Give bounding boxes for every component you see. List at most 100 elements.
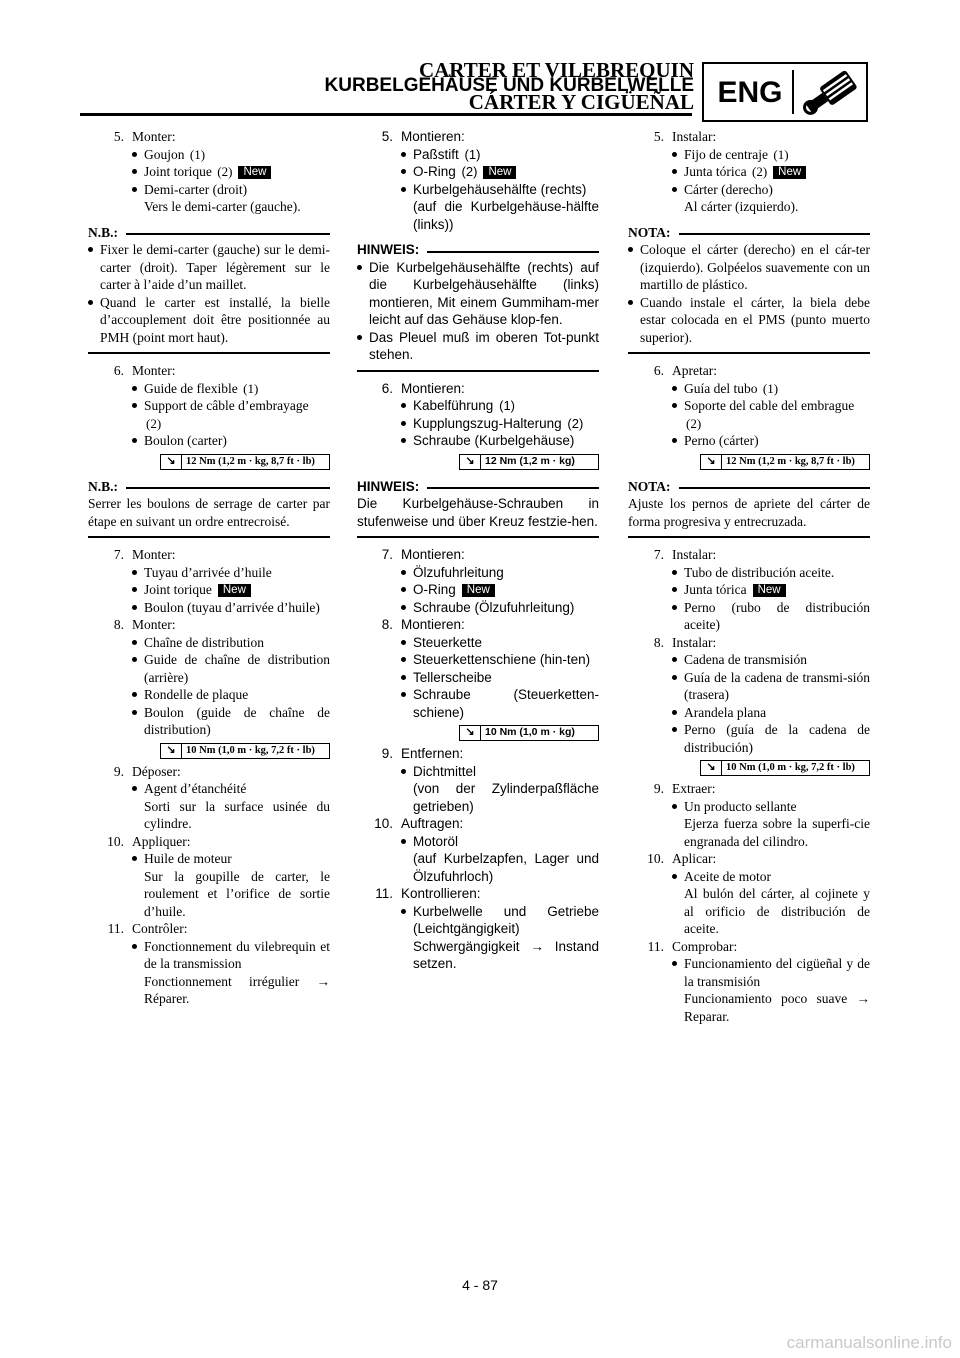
list-item: Demi-carter (droit) bbox=[88, 181, 330, 199]
list-item: Motoröl bbox=[357, 833, 599, 851]
step-7: 7.Montieren: bbox=[381, 547, 465, 562]
list-item: Perno (cárter) bbox=[628, 432, 870, 450]
list-item: Guide de chaîne de distribution (arrière… bbox=[88, 651, 330, 686]
list-item: Fijo de centraje (1) bbox=[628, 146, 870, 164]
step-10: 10.Appliquer: bbox=[107, 833, 191, 849]
header-rule bbox=[80, 113, 692, 116]
note-item: Cuando instale el cárter, la biela debe … bbox=[628, 294, 870, 347]
item-detail: Funcionamiento poco suave → Reparar. bbox=[684, 991, 870, 1024]
wrench-icon: ↘ bbox=[161, 743, 182, 758]
watermark: carmanualsonline.info bbox=[786, 1333, 952, 1352]
item-detail: Ejerza fuerza sobre la superfi-cie engra… bbox=[684, 816, 870, 849]
column-spanish: 5.Instalar: Fijo de centraje (1) Junta t… bbox=[628, 128, 870, 1025]
ref-circle-icon: (1) bbox=[773, 146, 789, 162]
step-5: 5.Instalar: bbox=[653, 129, 717, 144]
step-5: 5.Monter: bbox=[113, 129, 176, 144]
list-item: Steuerkette bbox=[357, 634, 599, 652]
list-item: Rondelle de plaque bbox=[88, 686, 330, 704]
list-item: Un producto sellante bbox=[628, 798, 870, 816]
ref-circle-icon: (2) bbox=[217, 164, 233, 179]
list-item: Boulon (tuyau d’arrivée d’huile) bbox=[88, 599, 330, 617]
list-item: Guía del tubo (1) bbox=[628, 380, 870, 398]
list-item: O-Ring (2)New bbox=[357, 163, 599, 181]
step-7: 7.Monter: bbox=[113, 547, 176, 562]
step-8: 8.Instalar: bbox=[653, 634, 717, 650]
step-11: 11.Kontrollieren: bbox=[375, 886, 481, 901]
list-item: Guía de la cadena de transmi-sión (trase… bbox=[628, 669, 870, 704]
ref-circle-icon: (2) bbox=[461, 164, 478, 179]
note-block: N.B.: Serrer les boulons de serrage de c… bbox=[88, 478, 330, 538]
item-detail: Fonctionnement irrégulier → Réparer. bbox=[144, 973, 330, 1007]
torque-spec: ↘10 Nm (1,0 m · kg) bbox=[459, 725, 599, 741]
list-item: Agent d’étanchéité bbox=[88, 780, 330, 798]
item-detail: Schwergängigkeit → Instand setzen. bbox=[413, 938, 599, 972]
wrench-icon: ↘ bbox=[460, 726, 481, 740]
list-item: Soporte del cable del embrague(2) bbox=[628, 397, 870, 432]
step-6: 6.Apretar: bbox=[653, 363, 717, 378]
wrench-icon: ↘ bbox=[161, 454, 182, 469]
step-7: 7.Instalar: bbox=[653, 547, 717, 562]
list-item: Huile de moteur bbox=[88, 850, 330, 868]
ref-circle-icon: (2) bbox=[567, 415, 584, 431]
ref-circle-icon: (1) bbox=[464, 146, 481, 162]
column-german: 5.Montieren: Paßstift (1) O-Ring (2)New … bbox=[357, 128, 599, 973]
step-11: 11.Contrôler: bbox=[107, 921, 188, 936]
list-item: Kurbelgehäusehälfte (rechts) bbox=[357, 181, 599, 199]
list-item: Boulon (guide de chaîne de distribution) bbox=[88, 704, 330, 739]
list-item: Kurbelwelle und Getriebe (Leichtgängigke… bbox=[357, 903, 599, 938]
list-item: Perno (rubo de distribución aceite) bbox=[628, 599, 870, 634]
item-detail: Al bulón del cárter, al cojinete y al or… bbox=[684, 886, 870, 936]
step-9: 9.Extraer: bbox=[653, 781, 716, 796]
title-german: KURBELGEHÄUSE UND KURBELWELLE bbox=[324, 75, 694, 96]
item-detail: (auf die Kurbelgehäuse-hälfte (links)) bbox=[413, 199, 599, 232]
new-badge: New bbox=[752, 584, 786, 597]
list-item: Steuerkettenschiene (hin-ten) bbox=[357, 651, 599, 669]
new-badge: New bbox=[217, 584, 251, 597]
list-item: Dichtmittel bbox=[357, 763, 599, 781]
torque-spec: ↘10 Nm (1,0 m · kg, 7,2 ft · lb) bbox=[160, 742, 330, 759]
list-item: Tubo de distribución aceite. bbox=[628, 564, 870, 582]
ref-circle-icon: (1) bbox=[189, 146, 206, 162]
list-item: Tellerscheibe bbox=[357, 669, 599, 687]
wrench-icon: ↘ bbox=[701, 454, 722, 469]
list-item: Joint torique (2)New bbox=[88, 163, 330, 181]
note-block: NOTA: Coloque el cárter (derecho) en el … bbox=[628, 224, 870, 354]
note-item: Das Pleuel muß im oberen Tot-punkt stehe… bbox=[357, 329, 599, 364]
note-item: Quand le carter est installé, la bielle … bbox=[88, 294, 330, 347]
torque-spec: ↘12 Nm (1,2 m · kg, 8,7 ft · lb) bbox=[700, 453, 870, 470]
list-item: Boulon (carter) bbox=[88, 432, 330, 450]
step-6: 6.Montieren: bbox=[381, 380, 465, 396]
ref-circle-icon: (1) bbox=[499, 398, 516, 413]
column-french: 5.Monter: Goujon (1) Joint torique (2)Ne… bbox=[88, 128, 330, 1008]
item-detail: Al cárter (izquierdo). bbox=[684, 199, 799, 214]
torque-spec: ↘12 Nm (1,2 m · kg, 8,7 ft · lb) bbox=[160, 453, 330, 470]
note-block: NOTA: Ajuste los pernos de apriete del c… bbox=[628, 478, 870, 538]
new-badge: New bbox=[483, 166, 517, 179]
ref-circle-icon: (2) bbox=[686, 415, 702, 431]
step-9: 9.Entfernen: bbox=[381, 746, 464, 761]
ref-circle-icon: (2) bbox=[751, 164, 768, 179]
step-11: 11.Comprobar: bbox=[647, 938, 738, 954]
new-badge: New bbox=[461, 584, 495, 597]
new-badge: New bbox=[773, 166, 807, 179]
step-10: 10.Auftragen: bbox=[374, 816, 464, 831]
engine-piston-icon bbox=[803, 70, 857, 115]
list-item: Junta tórica (2)New bbox=[628, 163, 870, 181]
list-item: Support de câble d’embrayage(2) bbox=[88, 397, 330, 432]
list-item: Chaîne de distribution bbox=[88, 634, 330, 652]
list-item: Schraube (Kurbelgehäuse) bbox=[357, 432, 599, 450]
title-spanish: CÁRTER Y CIGÜEÑAL bbox=[468, 90, 694, 114]
list-item: Perno (guía de la cadena de distribución… bbox=[628, 721, 870, 756]
title-french: CARTER ET VILEBREQUIN bbox=[418, 58, 694, 82]
list-item: Kupplungszug-Halterung (2) bbox=[357, 415, 599, 433]
item-detail: Sorti sur la surface usinée du cylindre. bbox=[144, 798, 330, 832]
torque-spec: ↘12 Nm (1,2 m · kg) bbox=[459, 453, 599, 470]
wrench-icon: ↘ bbox=[460, 454, 481, 469]
item-detail: (von der Zylinderpaßfläche getrieben) bbox=[413, 781, 599, 814]
ref-circle-icon: (2) bbox=[146, 415, 162, 431]
section-badge: ENG bbox=[702, 62, 868, 122]
list-item: Cárter (derecho) bbox=[628, 181, 870, 199]
step-10: 10.Aplicar: bbox=[647, 851, 717, 866]
